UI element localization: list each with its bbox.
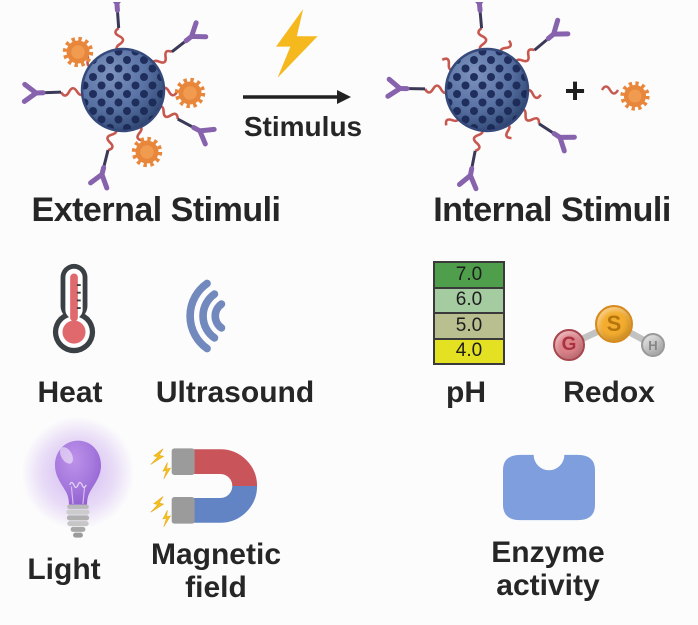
released-drug-icon <box>600 74 656 116</box>
functionalized-nanoparticle-icon <box>5 2 235 192</box>
light-bulb-icon <box>54 440 102 538</box>
ultrasound-waves-icon <box>186 279 226 353</box>
nanoparticle-after-release-icon <box>383 2 595 192</box>
gsh-molecule-icon: S G H <box>548 300 668 370</box>
plus-sign: + <box>564 70 586 111</box>
external-stimuli-title: External Stimuli <box>31 191 281 229</box>
ultrasound-label: Ultrasound <box>155 376 315 409</box>
magnet-pole-south <box>171 497 195 524</box>
spark-icon <box>160 509 173 528</box>
ph-level: 5.0 <box>435 314 503 340</box>
spark-icon <box>150 494 166 516</box>
magnet-pole-north <box>171 448 195 475</box>
horseshoe-magnet-icon <box>150 446 258 528</box>
nanoparticle-core <box>444 47 530 133</box>
ph-level: 4.0 <box>435 339 503 363</box>
glutamate-atom: G <box>553 329 585 361</box>
stimulus-arrow-label: Stimulus <box>243 111 363 142</box>
thermometer-icon <box>52 263 96 354</box>
internal-stimuli-title: Internal Stimuli <box>433 191 671 229</box>
ph-level: 7.0 <box>435 263 503 289</box>
magnetic-field-label: Magnetic field <box>150 538 282 604</box>
ph-scale-icon: 7.0 6.0 5.0 4.0 <box>433 261 505 365</box>
stimulus-arrow-icon <box>243 90 351 104</box>
heat-label: Heat <box>37 376 103 409</box>
hydrogen-atom: H <box>641 333 665 357</box>
ph-level: 6.0 <box>435 288 503 314</box>
sulfur-atom: S <box>595 305 633 343</box>
drug-molecule-icon <box>179 82 202 105</box>
enzyme-activity-label: Enzyme activity <box>491 536 605 602</box>
drug-molecule-icon <box>136 141 159 164</box>
drug-molecule-icon <box>67 41 90 64</box>
ph-label: pH <box>446 376 486 409</box>
spark-icon <box>160 461 173 480</box>
spark-icon <box>150 446 166 468</box>
nanoparticle-core <box>80 47 166 133</box>
light-label: Light <box>27 553 101 586</box>
enzyme-icon <box>503 454 595 521</box>
redox-label: Redox <box>563 376 655 409</box>
lightning-bolt-icon <box>276 9 318 78</box>
